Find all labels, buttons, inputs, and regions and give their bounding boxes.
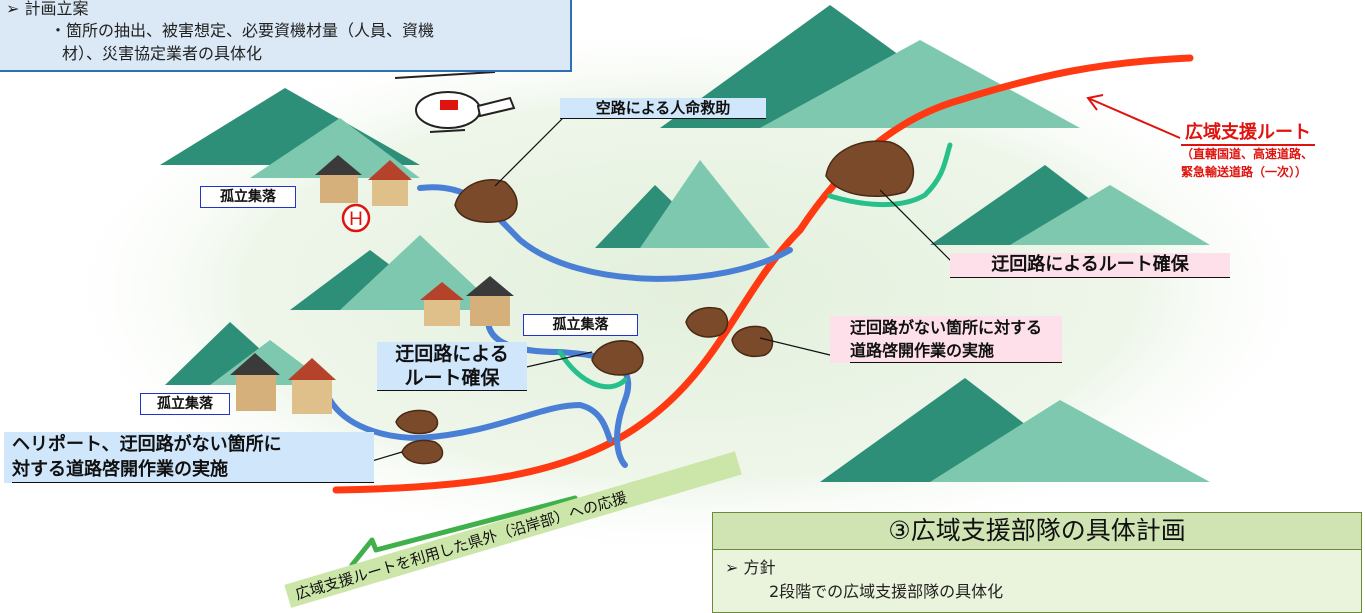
helicopter-icon xyxy=(394,71,516,133)
route-sub-line2: 緊急輸送道路（一次）） xyxy=(1181,165,1308,179)
isolated-village-label-3: 孤立集落 xyxy=(140,393,230,415)
isolated-village-label-2: 孤立集落 xyxy=(523,314,638,336)
landslide-debris xyxy=(395,140,915,465)
route-sub-line1: （直轄国道、高速道路、 xyxy=(1181,147,1314,161)
section3-panel: ③広域支援部隊の具体計画 ➢ 方針 2段階での広域支援部隊の具体化 xyxy=(712,512,1362,613)
detour-route-label-small: 迂回路による ルート確保 xyxy=(377,342,527,391)
plan-heading: 計画立案 xyxy=(24,0,89,18)
detour-main xyxy=(827,142,953,208)
no-detour-line2: 道路啓開作業の実施 xyxy=(850,339,1062,363)
plan-bullet: ➢ xyxy=(6,0,20,18)
plan-box: ➢ 計画立案 ・箇所の抽出、被害想定、必要資機材量（人員、資機 材）、災害協定業… xyxy=(0,0,572,72)
section3-policy-label: 方針 xyxy=(743,558,776,577)
houses-village1 xyxy=(315,155,412,206)
route-arrow xyxy=(1086,94,1181,139)
heliport-mark: H xyxy=(349,209,363,230)
main-support-route xyxy=(332,54,1194,494)
plan-detail-line2: 材）、災害協定業者の具体化 xyxy=(62,44,263,63)
detour-village2 xyxy=(557,349,628,390)
isolated-village-label-1: 孤立集落 xyxy=(200,186,296,208)
section3-title: ③広域支援部隊の具体計画 xyxy=(712,512,1362,550)
no-detour-label: 迂回路がない箇所に対する 道路啓開作業の実施 xyxy=(830,316,1062,363)
houses-village2 xyxy=(420,276,514,326)
route-title: 広域支援ルート xyxy=(1181,118,1315,146)
section3-bullet: ➢ xyxy=(725,558,739,577)
detour-route-small-line2: ルート確保 xyxy=(377,366,527,391)
air-rescue-label: 空路による人命救助 xyxy=(560,98,766,119)
detour-route-small-line1: 迂回路による xyxy=(395,343,509,365)
houses-village3 xyxy=(230,353,336,414)
section3-body: ➢ 方針 2段階での広域支援部隊の具体化 xyxy=(712,550,1362,613)
heliport-icon xyxy=(341,203,371,233)
heliport-line2: 対する道路啓開作業の実施 xyxy=(12,457,374,483)
heliport-label: ヘリポート、迂回路がない箇所に 対する道路啓開作業の実施 xyxy=(4,432,374,483)
detour-route-label-main: 迂回路によるルート確保 xyxy=(950,253,1230,278)
section3-policy-text: 2段階での広域支援部隊の具体化 xyxy=(769,582,1004,601)
village3-road xyxy=(327,397,613,443)
no-detour-line1: 迂回路がない箇所に対する xyxy=(850,318,1043,337)
plan-detail-line1: ・箇所の抽出、被害想定、必要資機材量（人員、資機 xyxy=(50,21,435,40)
heliport-line1: ヘリポート、迂回路がない箇所に xyxy=(12,434,282,455)
